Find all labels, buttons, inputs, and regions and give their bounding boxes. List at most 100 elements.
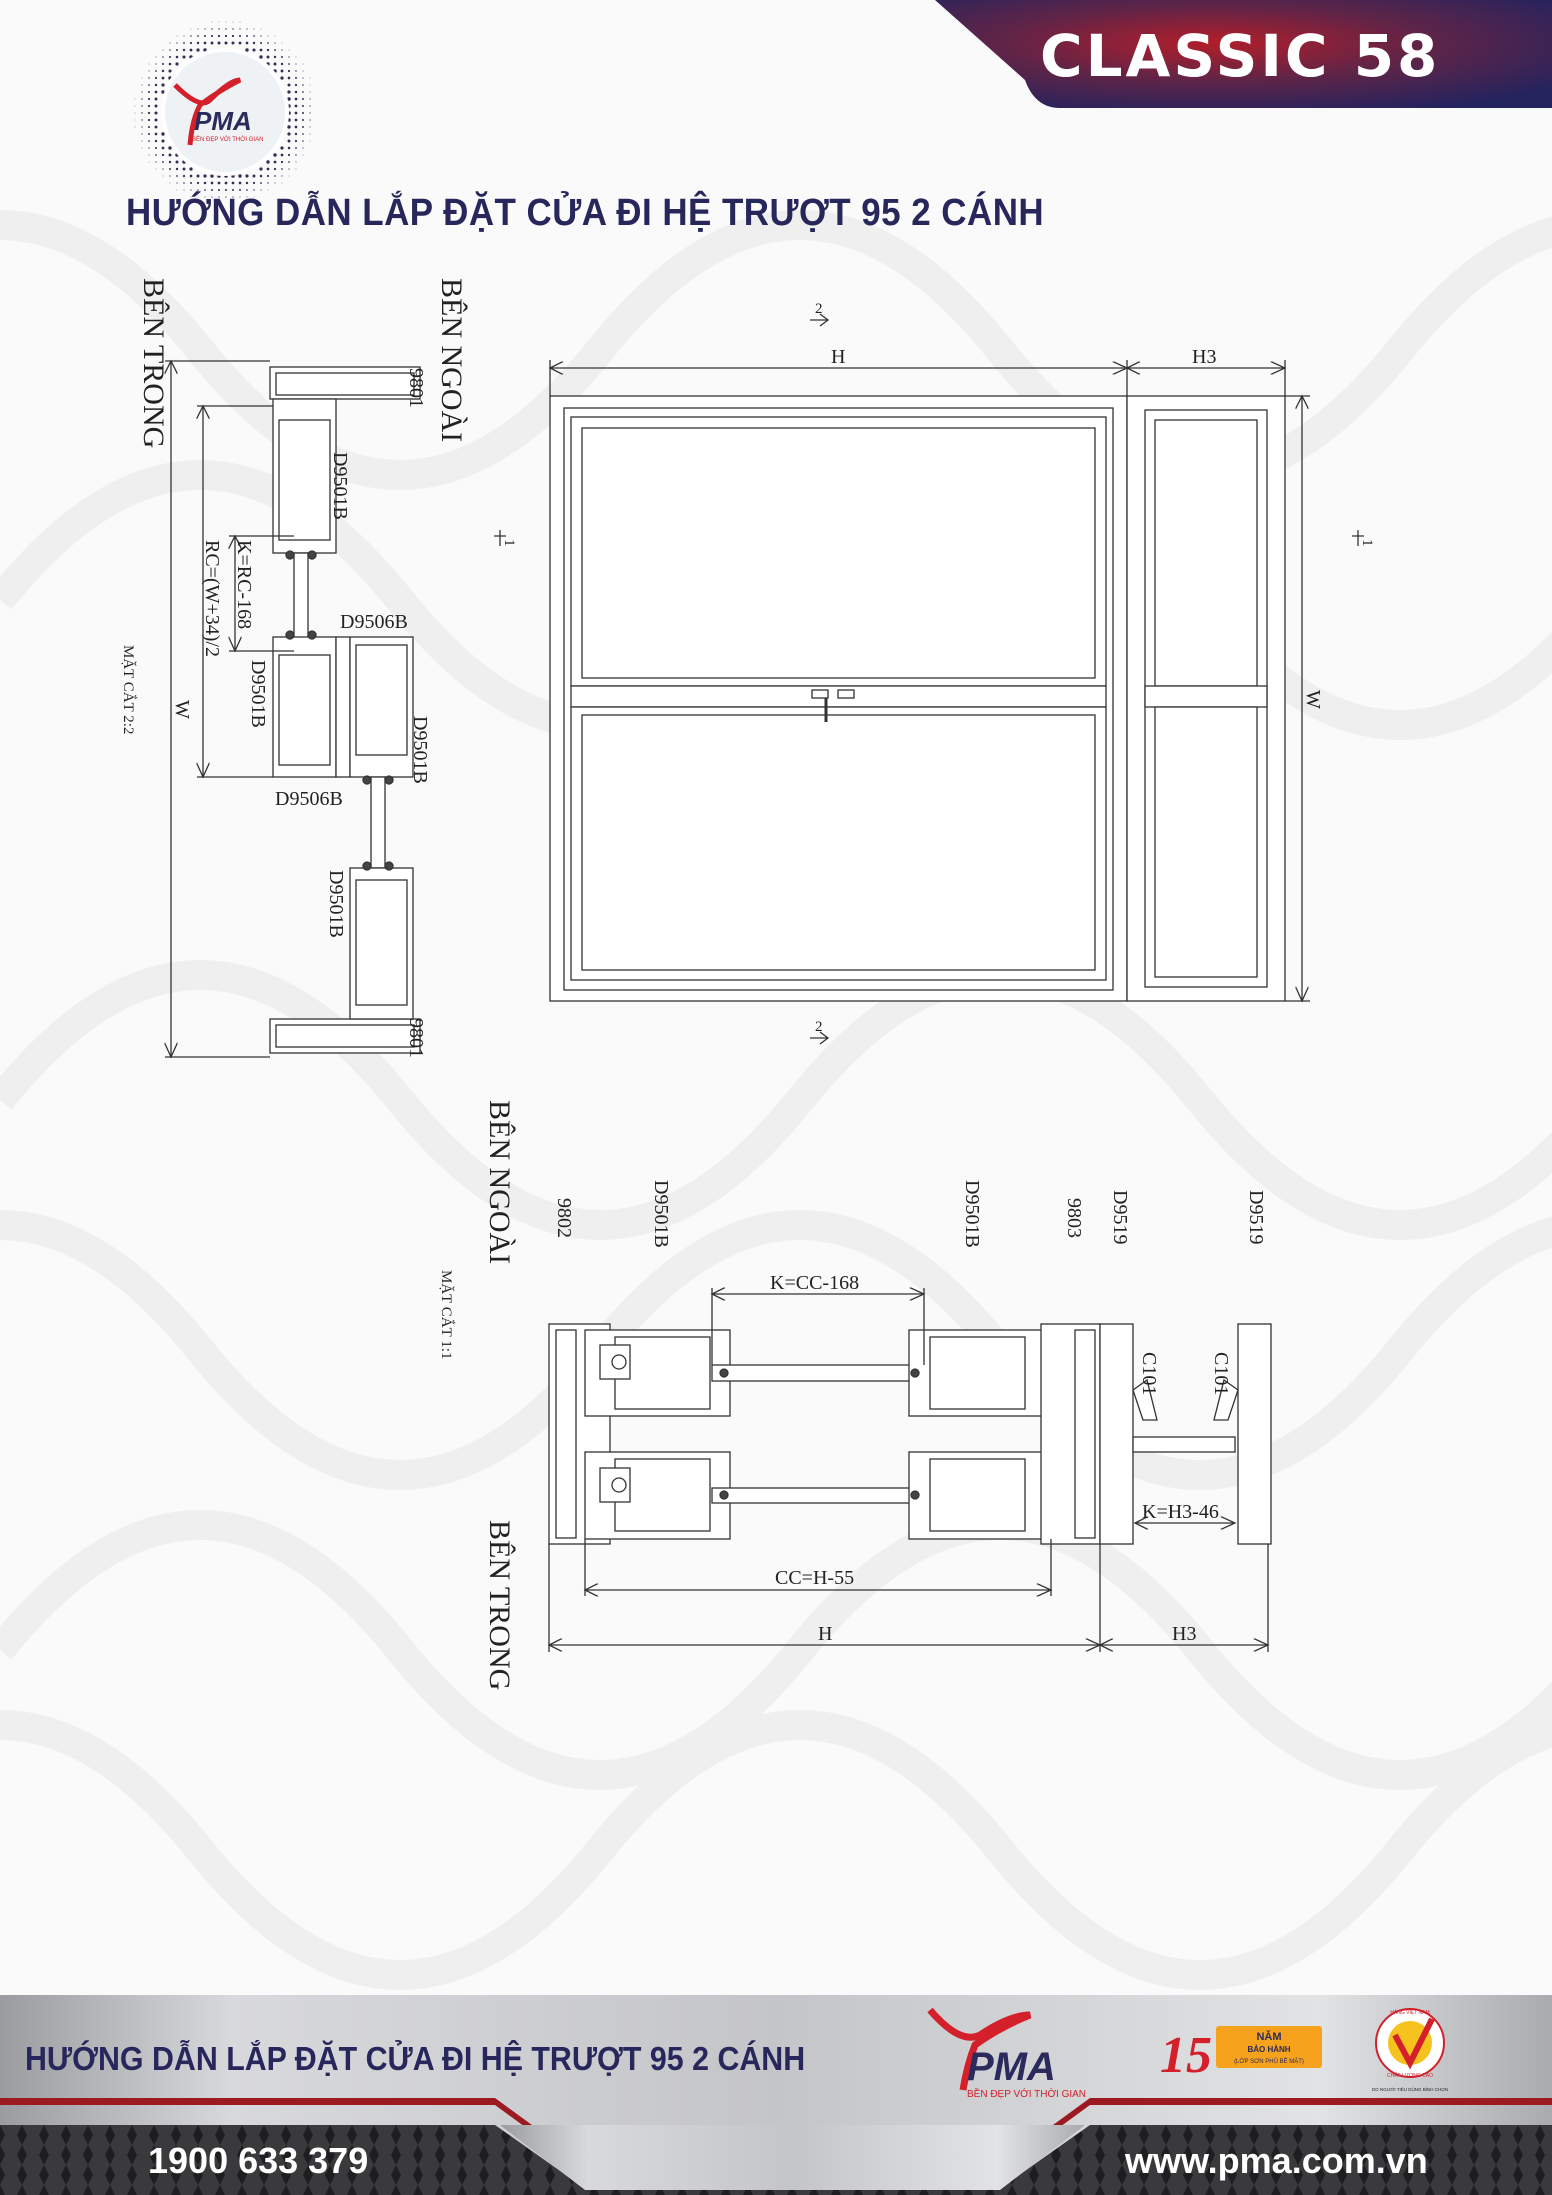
dim-cc: CC=H-55 <box>775 1567 854 1589</box>
dim-h3: H3 <box>1192 346 1216 368</box>
halftone-dot <box>197 189 199 191</box>
halftone-dot <box>134 105 136 107</box>
profile-label: C101 <box>1138 1352 1160 1395</box>
halftone-dot <box>295 154 297 156</box>
halftone-dot <box>141 119 143 121</box>
halftone-dot <box>266 160 270 164</box>
halftone-dot <box>182 48 186 52</box>
halftone-dot <box>134 98 136 100</box>
halftone-dot <box>148 133 150 135</box>
halftone-dot <box>134 112 136 114</box>
halftone-dot <box>183 35 185 37</box>
halftone-dot <box>231 34 235 38</box>
halftone-dot <box>246 189 248 191</box>
halftone-dot <box>211 189 213 191</box>
halftone-dot <box>280 62 284 66</box>
halftone-dot <box>183 42 185 44</box>
halftone-dot <box>161 153 165 157</box>
halftone-dot <box>252 41 256 45</box>
halftone-dot <box>266 174 270 178</box>
profile-label: D9501B <box>329 452 351 520</box>
halftone-dot <box>176 175 178 177</box>
halftone-dot <box>211 21 213 23</box>
halftone-dot <box>155 56 157 58</box>
halftone-dot <box>141 105 143 107</box>
halftone-dot <box>141 91 143 93</box>
halftone-dot <box>197 28 199 30</box>
halftone-dot <box>190 35 192 37</box>
halftone-dot <box>231 41 235 45</box>
halftone-dot <box>273 167 277 171</box>
halftone-dot <box>147 118 151 122</box>
halftone-dot <box>147 125 151 129</box>
halftone-dot <box>196 41 200 45</box>
technical-drawing: BÊN TRONG BÊN NGOÀI MẶT CẮT 2:2 W RC=(W+… <box>120 278 1375 1690</box>
halftone-dot <box>301 104 305 108</box>
halftone-dot <box>309 112 311 114</box>
halftone-dot <box>232 21 234 23</box>
halftone-dot <box>294 97 298 101</box>
halftone-dot <box>175 55 179 59</box>
halftone-dot <box>204 35 206 37</box>
halftone-dot <box>189 174 193 178</box>
halftone-dot <box>190 28 192 30</box>
profile-label: D9519 <box>1109 1190 1131 1244</box>
halftone-dot <box>245 181 249 185</box>
halftone-dot <box>232 28 234 30</box>
halftone-dot <box>294 104 298 108</box>
halftone-dot <box>288 175 290 177</box>
halftone-dot <box>295 161 297 163</box>
halftone-dot <box>224 188 228 192</box>
halftone-dot <box>168 55 172 59</box>
halftone-dot <box>162 56 164 58</box>
halftone-dot <box>232 189 234 191</box>
halftone-dot <box>294 132 298 136</box>
halftone-dot <box>309 98 311 100</box>
halftone-dot <box>294 118 298 122</box>
svg-text:(LỚP SƠN PHỦ BỀ MẶT): (LỚP SƠN PHỦ BỀ MẶT) <box>1234 2058 1304 2065</box>
halftone-dot <box>217 34 221 38</box>
page-title: HƯỚNG DẪN LẮP ĐẶT CỬA ĐI HỆ TRƯỢT 95 2 C… <box>126 192 1045 234</box>
svg-text:HÀNG VIỆT NAM: HÀNG VIỆT NAM <box>1390 2008 1429 2016</box>
cut-marker-2: 2 <box>815 301 823 317</box>
halftone-dot <box>274 182 276 184</box>
halftone-dot <box>197 35 199 37</box>
halftone-dot <box>210 181 214 185</box>
svg-text:NĂM: NĂM <box>1256 2030 1281 2043</box>
halftone-dot <box>168 146 172 150</box>
halftone-dot <box>141 84 143 86</box>
halftone-dot <box>302 98 304 100</box>
profile-label: 9803 <box>1063 1198 1085 1238</box>
halftone-dot <box>280 153 284 157</box>
halftone-dot <box>190 196 192 198</box>
halftone-dot <box>252 48 256 52</box>
halftone-dot <box>203 48 207 52</box>
halftone-dot <box>204 28 206 30</box>
halftone-dot <box>148 161 150 163</box>
halftone-dot <box>147 111 151 115</box>
halftone-dot <box>154 139 158 143</box>
halftone-dot <box>267 189 269 191</box>
halftone-dot <box>154 76 158 80</box>
halftone-dot <box>309 84 311 86</box>
halftone-dot <box>294 139 298 143</box>
side-inside-label: BÊN TRONG <box>483 1520 516 1690</box>
halftone-dot <box>280 76 284 80</box>
halftone-dot <box>161 132 165 136</box>
website-link[interactable]: www.pma.com.vn <box>1125 2140 1428 2181</box>
halftone-dot <box>288 161 290 163</box>
halftone-dot <box>168 153 172 157</box>
halftone-dot <box>154 146 158 150</box>
halftone-dot <box>295 63 297 65</box>
halftone-dot <box>147 104 151 108</box>
halftone-dot <box>246 28 248 30</box>
halftone-dot <box>182 174 186 178</box>
halftone-dot <box>147 97 151 101</box>
halftone-dot <box>259 167 263 171</box>
halftone-dot <box>148 140 150 142</box>
footer-title: HƯỚNG DẪN LẮP ĐẶT CỬA ĐI HỆ TRƯỢT 95 2 C… <box>25 2040 806 2077</box>
halftone-dot <box>162 168 164 170</box>
halftone-dot <box>190 182 192 184</box>
profile-label: 9801 <box>405 368 427 408</box>
halftone-dot <box>252 174 256 178</box>
